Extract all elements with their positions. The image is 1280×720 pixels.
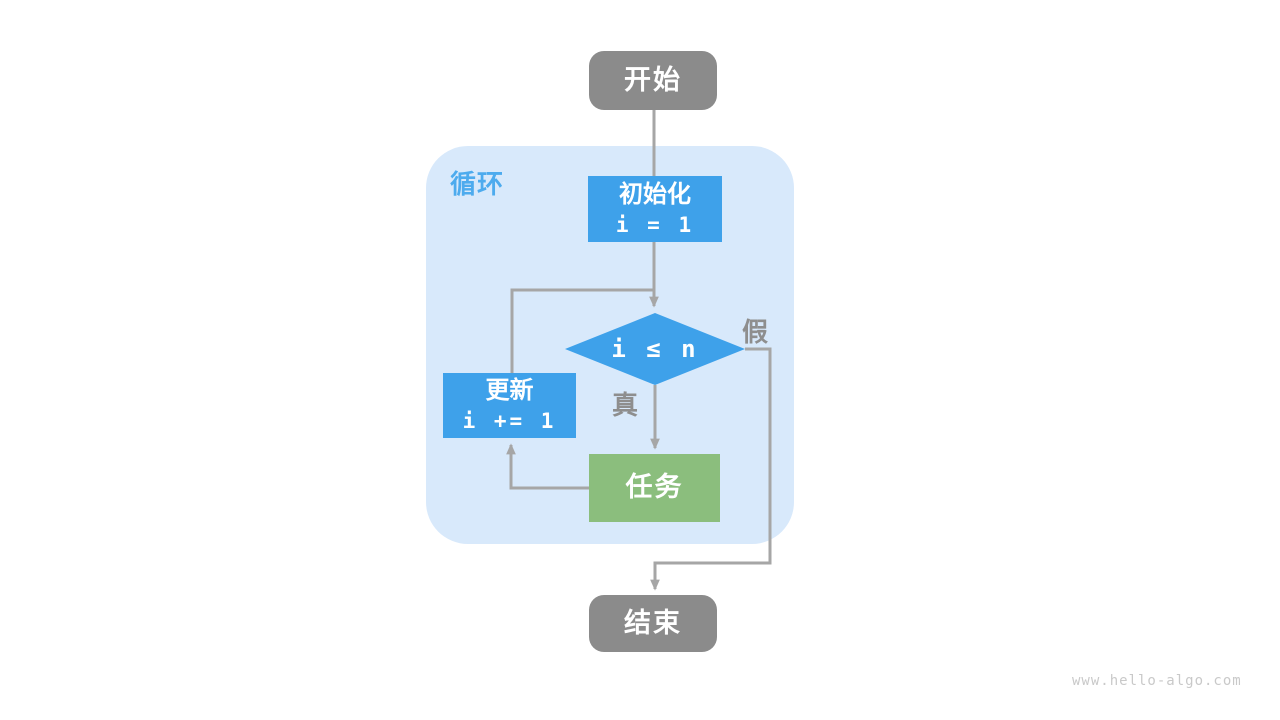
update-node-code: i += 1 xyxy=(462,409,557,434)
watermark-text: www.hello-algo.com xyxy=(1072,673,1242,689)
condition-label: i ≤ n xyxy=(611,335,699,363)
task-node-label: 任务 xyxy=(625,472,684,503)
edge-task-to-update xyxy=(506,443,589,490)
init-node-label: 初始化 xyxy=(619,180,691,208)
edge-condition-false-to-end xyxy=(650,347,772,591)
edge-update-loopback xyxy=(510,288,654,373)
start-node: 开始 xyxy=(589,51,717,110)
end-node: 结束 xyxy=(589,595,717,652)
start-node-label: 开始 xyxy=(624,64,682,95)
task-node: 任务 xyxy=(589,454,720,522)
init-node-code: i = 1 xyxy=(615,212,695,237)
end-node-label: 结束 xyxy=(624,607,682,638)
false-branch-label: 假 xyxy=(742,317,769,347)
update-node-label: 更新 xyxy=(485,377,534,405)
loop-region-label: 循环 xyxy=(450,169,505,199)
true-branch-label: 真 xyxy=(612,390,639,420)
init-node: 初始化 i = 1 xyxy=(588,176,722,242)
update-node: 更新 i += 1 xyxy=(443,373,576,438)
